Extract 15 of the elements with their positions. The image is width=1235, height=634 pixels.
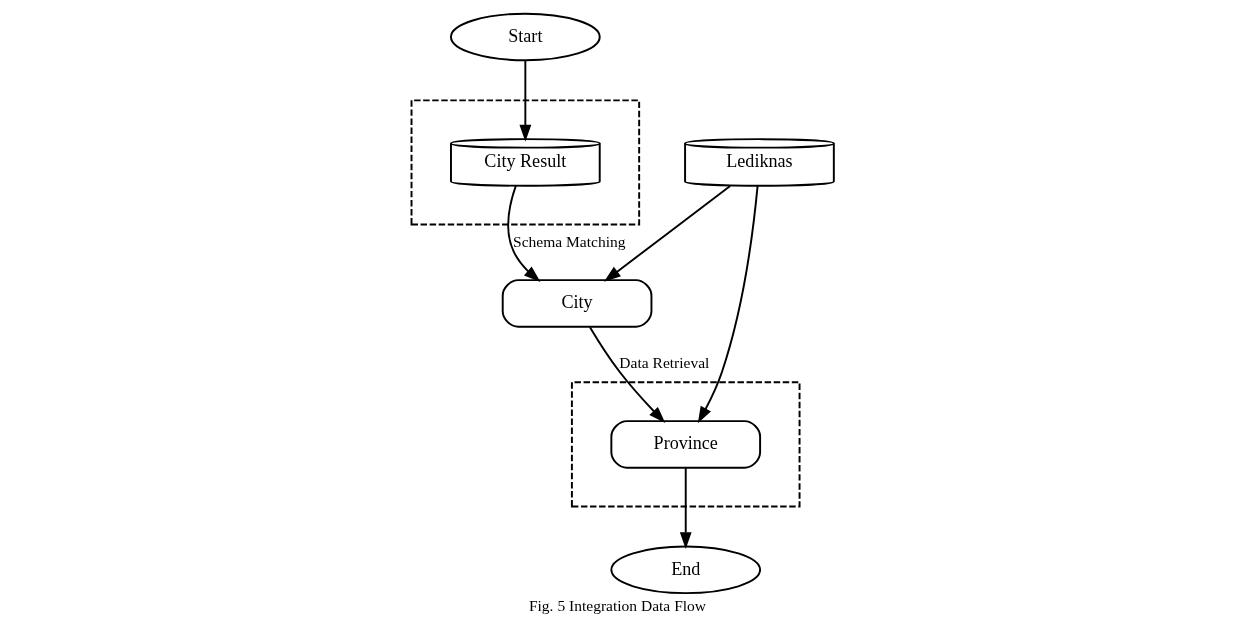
node-ellipse: Start: [450, 12, 601, 62]
arrow: [589, 326, 666, 424]
node-ellipse: End: [610, 545, 762, 595]
arrow: [697, 185, 759, 424]
caption: Fig. 5 Integration Data Flow: [528, 596, 707, 614]
arrow: [519, 59, 532, 142]
cluster: [570, 381, 801, 508]
arrow: [679, 467, 692, 550]
node-box: Province: [610, 420, 762, 469]
cluster: [410, 99, 641, 226]
arrow: [603, 185, 732, 282]
edge-label: Data Retrieval: [619, 353, 710, 371]
node-box: City: [501, 279, 653, 328]
edge-label: Schema Matching: [513, 233, 626, 251]
arrow: [507, 184, 541, 283]
